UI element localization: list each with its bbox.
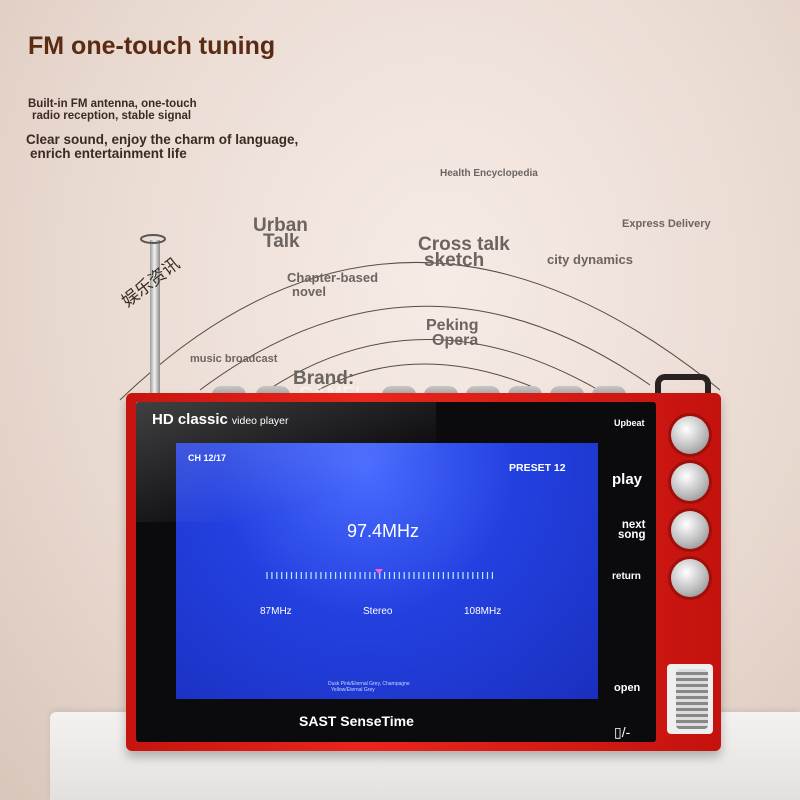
- keyword-peking: Peking Opera: [426, 317, 479, 349]
- keyword-peking-line2: Opera: [432, 332, 479, 349]
- next-song-button[interactable]: [671, 511, 709, 549]
- device-title-sub: video player: [231, 415, 289, 427]
- stereo-label: Stereo: [363, 606, 393, 617]
- return-label: return: [612, 571, 641, 582]
- keyword-music: music broadcast: [190, 353, 278, 365]
- color-options-note: Dusk Pink/Eternal Grey, Champagne Yellow…: [328, 681, 448, 693]
- color-options-line1: Dusk Pink/Eternal Grey, Champagne: [328, 681, 410, 687]
- keyword-crosstalk-line2: sketch: [424, 250, 485, 271]
- max-frequency-label: 108MHz: [464, 606, 502, 617]
- antenna: [150, 240, 160, 396]
- open-switch-grip[interactable]: [676, 669, 708, 729]
- subtitle-antenna: Built-in FM antenna, one-touch radio rec…: [28, 98, 197, 122]
- preset-indicator: PRESET 12: [509, 462, 566, 474]
- upbeat-label: Upbeat: [614, 418, 645, 428]
- keyword-express: Express Delivery: [622, 218, 711, 230]
- keyword-urban: Urban Talk: [253, 215, 308, 252]
- play-label: play: [612, 471, 643, 488]
- antenna-tip-icon: [140, 234, 166, 244]
- next-song-label: next song: [614, 519, 646, 541]
- brand-line1: Brand:: [293, 368, 355, 389]
- keyword-chapter-line2: novel: [292, 284, 326, 299]
- subtitle-sound-line1: Clear sound, enjoy the charm of language…: [26, 132, 299, 147]
- keyword-city: city dynamics: [547, 252, 633, 267]
- keyword-crosstalk: Cross talk sketch: [418, 234, 510, 271]
- carry-handle[interactable]: [655, 374, 711, 400]
- tuning-marker-icon: [375, 569, 383, 574]
- frequency-readout: 97.4MHz: [347, 521, 420, 541]
- next-song-line1: next: [621, 519, 646, 531]
- tuning-scale: [266, 569, 493, 579]
- device-brand-label: SAST SenseTime: [299, 713, 414, 729]
- subtitle-sound-line2: enrich entertainment life: [30, 146, 187, 161]
- upbeat-button[interactable]: [671, 416, 709, 454]
- subtitle-sound: Clear sound, enjoy the charm of language…: [26, 133, 298, 161]
- keyword-urban-line1: Urban: [253, 215, 308, 236]
- subtitle-antenna-line2: radio reception, stable signal: [32, 110, 192, 122]
- subtitle-antenna-line1: Built-in FM antenna, one-touch: [28, 98, 197, 110]
- display-screen: [176, 443, 598, 699]
- min-frequency-label: 87MHz: [260, 606, 292, 617]
- play-button[interactable]: [671, 463, 709, 501]
- keyword-peking-line1: Peking: [426, 317, 479, 334]
- channel-indicator: CH 12/17: [188, 453, 227, 463]
- return-button[interactable]: [671, 559, 709, 597]
- keyword-chapter-line1: Chapter-based: [287, 270, 379, 285]
- keyword-chapter: Chapter-based novel: [287, 271, 378, 299]
- next-song-line2: song: [618, 529, 646, 541]
- keyword-crosstalk-line1: Cross talk: [418, 234, 510, 255]
- keyword-health: Health Encyclopedia: [440, 168, 538, 179]
- page-title: FM one-touch tuning: [28, 32, 276, 60]
- color-options-line2: Yellow/Eternal Grey: [331, 687, 375, 693]
- keyword-urban-line2: Talk: [263, 231, 300, 252]
- device-title-main: HD classic: [152, 411, 228, 428]
- battery-icon: ▯/-: [614, 724, 631, 740]
- open-label: open: [614, 682, 641, 694]
